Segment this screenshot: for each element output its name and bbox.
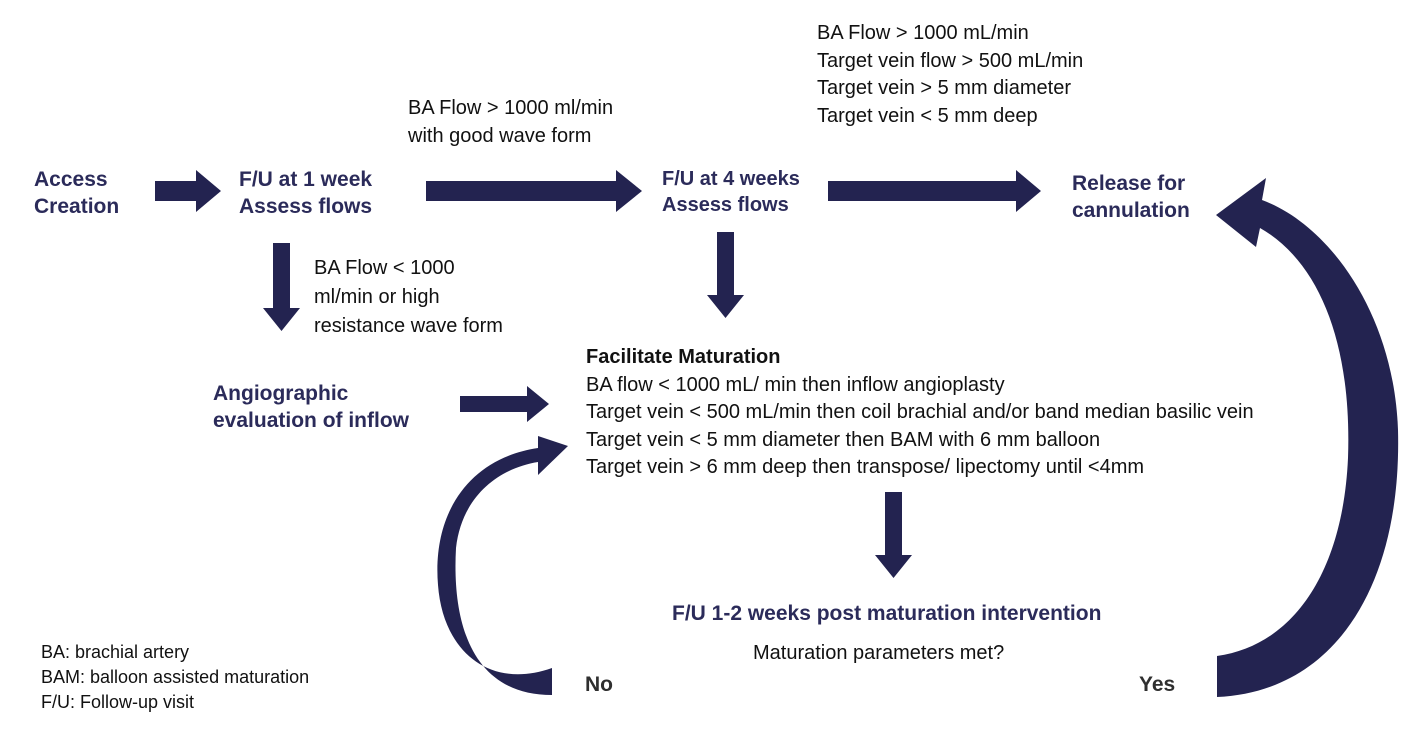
legend-fu: F/U: Follow-up visit <box>41 692 195 712</box>
node-fu-4-weeks: F/U at 4 weeks Assess flows <box>662 166 800 218</box>
condition-ba-good: BA Flow > 1000 ml/min with good wave for… <box>408 95 613 150</box>
release-line-1: Release for <box>1072 172 1186 195</box>
node-fu-1-week: F/U at 1 week Assess flows <box>239 166 372 220</box>
condition-ba-low-line-2: ml/min or high <box>314 286 440 308</box>
maturation-question: Maturation parameters met? <box>753 642 1005 664</box>
arrow-angio-to-facilitate <box>460 386 549 422</box>
facilitate-line-3: Target vein < 5 mm diameter then BAM wit… <box>586 428 1101 451</box>
arrow-facilitate-down <box>875 492 912 578</box>
answer-no: No <box>585 673 613 696</box>
arrow-fu1-down <box>263 243 300 331</box>
arrow-fu4-to-release <box>828 170 1041 212</box>
fu-1-week-line-2: Assess flows <box>239 195 373 218</box>
angiographic-line-1: Angiographic <box>213 382 349 405</box>
facilitate-title: Facilitate Maturation <box>586 346 781 368</box>
fu-4-weeks-line-1: F/U at 4 weeks <box>662 168 800 190</box>
condition-ba-low-line-1: BA Flow < 1000 <box>314 257 455 279</box>
node-fu-post-intervention: F/U 1-2 weeks post maturation interventi… <box>672 602 1102 625</box>
facilitate-maturation-block: Facilitate Maturation BA flow < 1000 mL/… <box>586 344 1254 482</box>
legend: BA: brachial artery BAM: balloon assiste… <box>41 640 309 715</box>
arrow-fu1-to-fu4 <box>426 170 642 212</box>
legend-ba: BA: brachial artery <box>41 642 190 662</box>
condition-ba-good-line-1: BA Flow > 1000 ml/min <box>408 97 614 119</box>
release-criteria-line-2: Target vein flow > 500 mL/min <box>817 49 1084 72</box>
arrow-access-to-fu1 <box>155 170 221 212</box>
angiographic-line-2: evaluation of inflow <box>213 409 410 432</box>
release-line-2: cannulation <box>1072 199 1190 222</box>
release-criteria-line-1: BA Flow > 1000 mL/min <box>817 22 1029 44</box>
release-criteria-line-3: Target vein > 5 mm diameter <box>817 77 1071 99</box>
fu-4-weeks-line-2: Assess flows <box>662 194 789 216</box>
legend-bam: BAM: balloon assisted maturation <box>41 667 310 687</box>
release-criteria-line-4: Target vein < 5 mm deep <box>817 104 1038 127</box>
condition-release-criteria: BA Flow > 1000 mL/min Target vein flow >… <box>817 20 1083 130</box>
access-creation-line-2: Creation <box>34 195 120 218</box>
fu-1-week-line-1: F/U at 1 week <box>239 168 373 191</box>
arrow-yes-loop <box>1216 178 1399 697</box>
facilitate-line-1: BA flow < 1000 mL/ min then inflow angio… <box>586 373 1005 396</box>
condition-ba-low: BA Flow < 1000 ml/min or high resistance… <box>314 254 503 341</box>
node-angiographic: Angiographic evaluation of inflow <box>213 380 409 434</box>
condition-ba-low-line-3: resistance wave form <box>314 315 503 337</box>
answer-yes: Yes <box>1139 673 1176 696</box>
condition-ba-good-line-2: with good wave form <box>408 124 592 147</box>
node-release: Release for cannulation <box>1072 170 1190 224</box>
facilitate-line-4: Target vein > 6 mm deep then transpose/ … <box>586 456 1145 478</box>
arrow-no-loop <box>437 436 568 695</box>
facilitate-line-2: Target vein < 500 mL/min then coil brach… <box>586 401 1254 423</box>
node-access-creation: Access Creation <box>34 166 119 220</box>
access-creation-line-1: Access <box>34 168 108 191</box>
arrow-fu4-down <box>707 232 744 318</box>
